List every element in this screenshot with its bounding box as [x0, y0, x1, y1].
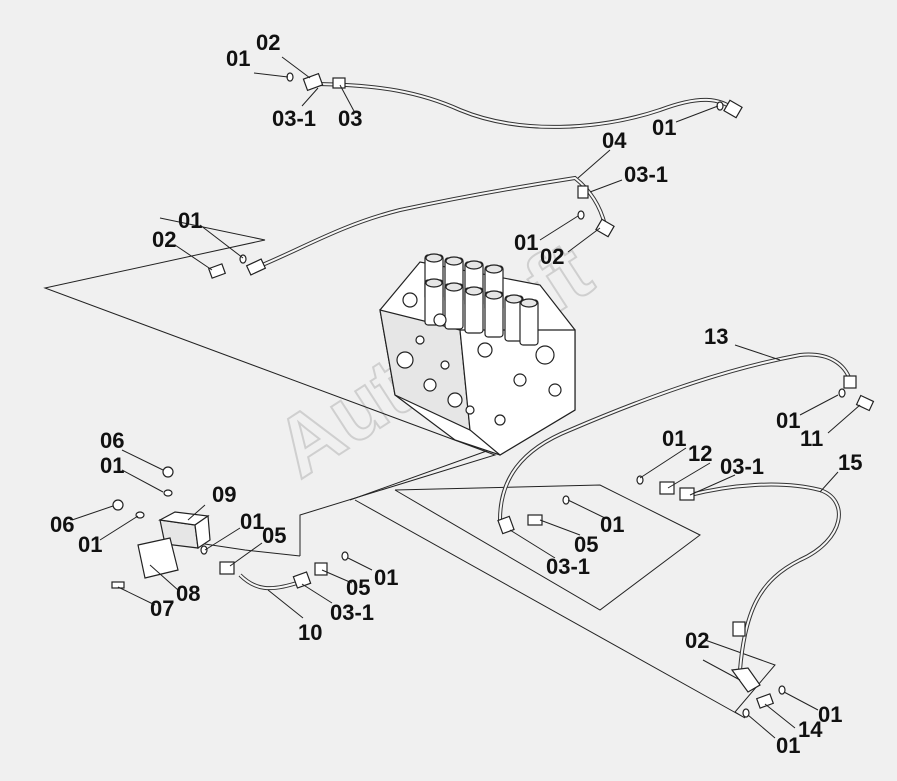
hose-03 — [286, 72, 743, 129]
callout-label: 01 — [178, 208, 202, 233]
callout-label: 01 — [662, 426, 686, 451]
guide-lines — [43, 217, 776, 719]
callout-label: 06 — [50, 512, 74, 537]
callout-label: 07 — [150, 596, 174, 621]
callout-label: 01 — [776, 408, 800, 433]
callout-label: 03-1 — [272, 106, 316, 131]
callout-label: 01 — [514, 230, 538, 255]
callout-label: 01 — [776, 733, 800, 758]
callout-label: 08 — [176, 581, 200, 606]
callout-label: 02 — [256, 30, 280, 55]
callout-label: 01 — [818, 702, 842, 727]
callout-label: 01 — [240, 509, 264, 534]
callout-label: 06 — [100, 428, 124, 453]
leader-lines — [71, 56, 861, 739]
hose-13 — [497, 352, 875, 535]
callout-label: 05 — [574, 532, 598, 557]
callout-labels: 01 02 03-1 03 01 04 03-1 01 02 01 02 13 … — [50, 30, 862, 758]
callout-label: 13 — [704, 324, 728, 349]
callout-label: 01 — [226, 46, 250, 71]
callout-label: 14 — [798, 717, 823, 742]
callout-label: 10 — [298, 620, 322, 645]
hose-10-assembly — [111, 466, 349, 591]
callout-label: 02 — [685, 628, 709, 653]
callout-label: 01 — [78, 532, 102, 557]
callout-label: 01 — [600, 512, 624, 537]
callout-label: 05 — [346, 575, 370, 600]
callout-label: 03 — [338, 106, 362, 131]
callout-label: 01 — [374, 565, 398, 590]
callout-label: 03-1 — [720, 454, 764, 479]
callout-label: 02 — [152, 227, 176, 252]
callout-label: 05 — [262, 523, 286, 548]
callout-label: 04 — [602, 128, 627, 153]
hose-15 — [636, 475, 841, 718]
callout-label: 12 — [688, 441, 712, 466]
hose-04 — [207, 175, 615, 279]
callout-label: 03-1 — [546, 554, 590, 579]
callout-label: 03-1 — [330, 600, 374, 625]
callout-label: 15 — [838, 450, 862, 475]
callout-label: 01 — [100, 453, 124, 478]
callout-label: 09 — [212, 482, 236, 507]
callout-label: 02 — [540, 244, 564, 269]
callout-label: 01 — [652, 115, 676, 140]
callout-label: 11 — [800, 426, 823, 451]
control-valve-block — [379, 253, 576, 456]
callout-label: 03-1 — [624, 162, 668, 187]
